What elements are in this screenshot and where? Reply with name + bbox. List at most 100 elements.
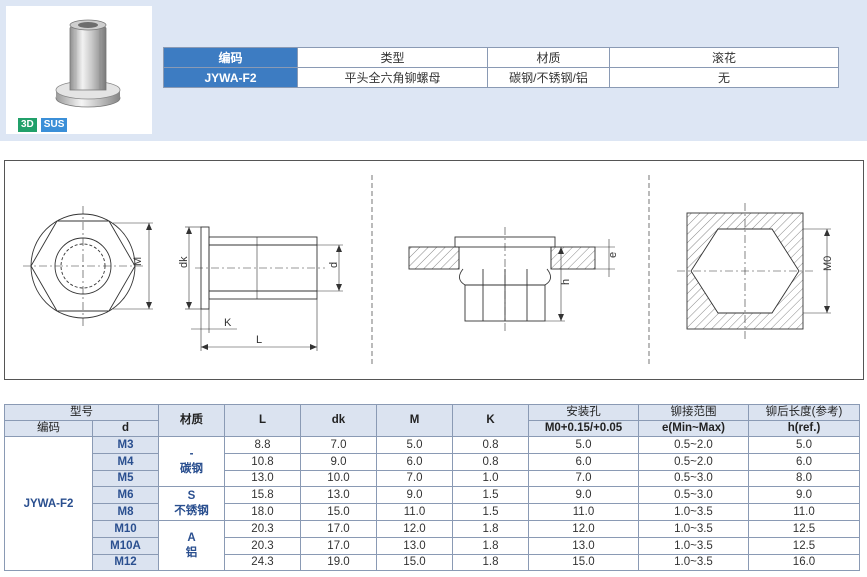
value-cell-h: 12.5 [748, 519, 860, 538]
value-cell-h: 12.5 [748, 536, 860, 555]
value-cell-range: 1.0~3.5 [638, 553, 749, 572]
top-view [23, 206, 153, 326]
thread-size-cell: M4 [92, 452, 159, 471]
header-len-top: 铆后长度(参考) [748, 404, 860, 421]
value-cell-L: 20.3 [224, 519, 301, 538]
value-cell-range: 0.5~2.0 [638, 436, 749, 454]
spec-value-knurl: 无 [609, 67, 839, 88]
value-cell-K: 1.5 [452, 486, 529, 505]
value-cell-h: 5.0 [748, 436, 860, 454]
thread-size-cell: M12 [92, 553, 159, 572]
value-cell-M: 15.0 [376, 553, 453, 572]
value-cell-hole: 6.0 [528, 452, 639, 471]
value-cell-L: 24.3 [224, 553, 301, 572]
value-cell-range: 1.0~3.5 [638, 536, 749, 555]
value-cell-dk: 9.0 [300, 452, 377, 471]
header-K: K [452, 404, 529, 437]
value-cell-range: 1.0~3.5 [638, 519, 749, 538]
label-M0: M0 [822, 256, 834, 271]
thread-size-cell: M6 [92, 486, 159, 505]
value-cell-dk: 10.0 [300, 469, 377, 488]
value-cell-h: 16.0 [748, 553, 860, 572]
value-cell-L: 10.8 [224, 452, 301, 471]
value-cell-range: 1.0~3.5 [638, 503, 749, 521]
header-range-bottom: e(Min~Max) [638, 420, 749, 437]
value-cell-range: 0.5~2.0 [638, 452, 749, 471]
value-cell-K: 0.8 [452, 436, 529, 454]
material-name: 铝 [185, 546, 198, 559]
thread-size-cell: M10 [92, 519, 159, 538]
value-cell-K: 1.8 [452, 553, 529, 572]
value-cell-M: 13.0 [376, 536, 453, 555]
value-cell-K: 1.5 [452, 503, 529, 521]
header-hole-bottom: M0+0.15/+0.05 [528, 420, 639, 437]
value-cell-hole: 9.0 [528, 486, 639, 505]
material-code: A [187, 531, 196, 544]
value-cell-M: 5.0 [376, 436, 453, 454]
material-cell: - 碳钢 [158, 435, 225, 488]
spec-value-type: 平头全六角铆螺母 [297, 67, 488, 88]
header-hole-top: 安装孔 [528, 404, 639, 421]
value-cell-h: 6.0 [748, 452, 860, 471]
thread-size-cell: M10A [92, 536, 159, 555]
material-name: 碳钢 [180, 462, 203, 475]
thread-size-cell: M3 [92, 436, 159, 454]
value-cell-K: 0.8 [452, 452, 529, 471]
product-image: 3D SUS [6, 6, 152, 134]
technical-drawing: M [4, 160, 864, 380]
material-code: S [187, 489, 196, 502]
rivet-nut-render-icon [55, 19, 121, 108]
label-M: M [132, 257, 144, 266]
value-cell-dk: 19.0 [300, 553, 377, 572]
label-dk: dk [178, 256, 190, 268]
material-name: 不锈钢 [174, 504, 209, 517]
value-cell-hole: 13.0 [528, 536, 639, 555]
header-d: d [92, 420, 159, 437]
label-L: L [256, 334, 262, 346]
installed-view [408, 227, 615, 331]
material-cell: S 不锈钢 [158, 486, 225, 521]
drawing-canvas: M [23, 175, 834, 367]
value-cell-L: 18.0 [224, 503, 301, 521]
badge-3d: 3D [18, 118, 37, 132]
value-cell-range: 0.5~3.0 [638, 486, 749, 505]
badge-sus: SUS [40, 118, 68, 132]
material-code: - [189, 447, 194, 460]
spec-header-code: 编码 [163, 47, 298, 68]
side-view [185, 226, 343, 351]
label-e: e [607, 252, 619, 258]
mounting-hole-view [677, 203, 831, 339]
spec-value-material: 碳钢/不锈钢/铝 [487, 67, 610, 88]
header-model: 型号 [4, 404, 159, 421]
value-cell-hole: 15.0 [528, 553, 639, 572]
value-cell-dk: 17.0 [300, 536, 377, 555]
header-dk: dk [300, 404, 377, 437]
header-band: 3D SUS 编码 类型 材质 滚花 JYWA-F2 平头全六角铆螺母 碳钢/不… [0, 0, 867, 141]
header-material: 材质 [158, 404, 225, 437]
header-len-bottom: h(ref.) [748, 420, 860, 437]
value-cell-K: 1.8 [452, 519, 529, 538]
value-cell-L: 8.8 [224, 436, 301, 454]
header-code: 编码 [4, 420, 93, 437]
label-K: K [224, 317, 232, 329]
value-cell-dk: 13.0 [300, 486, 377, 505]
thread-size-cell: M5 [92, 469, 159, 488]
value-cell-hole: 11.0 [528, 503, 639, 521]
value-cell-K: 1.8 [452, 536, 529, 555]
header-M: M [376, 404, 453, 437]
value-cell-M: 6.0 [376, 452, 453, 471]
value-cell-M: 11.0 [376, 503, 453, 521]
value-cell-L: 15.8 [224, 486, 301, 505]
header-L: L [224, 404, 301, 437]
value-cell-K: 1.0 [452, 469, 529, 488]
